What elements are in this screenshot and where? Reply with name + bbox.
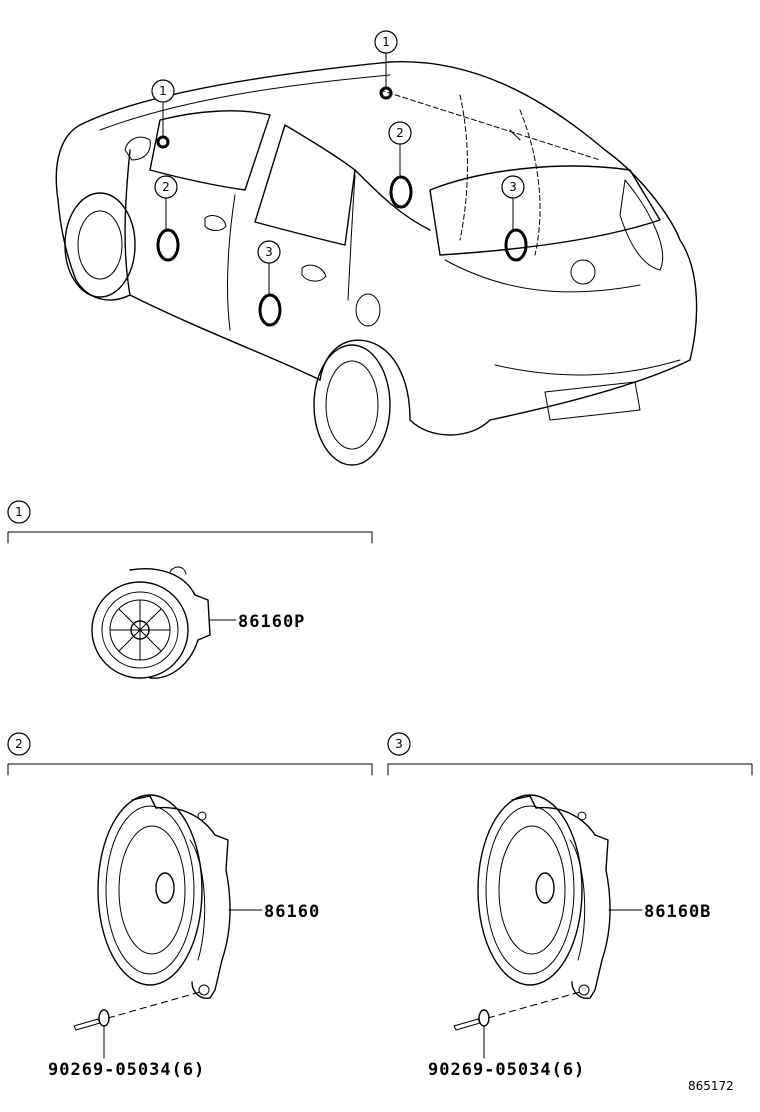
front-door-speaker-marker bbox=[156, 228, 180, 262]
section-1-bracket bbox=[7, 531, 373, 544]
tweeter-icon bbox=[91, 566, 211, 679]
location-callouts: 1 1 2 2 3 3 bbox=[151, 30, 525, 296]
screw-part-number-2: 90269-05034(6) bbox=[48, 1060, 205, 1080]
section-2: 2 86160 90269-05034(6) bbox=[7, 732, 373, 1080]
section-3: 3 86160B 90269-05034(6) bbox=[387, 732, 753, 1080]
rear-tweeter-marker bbox=[379, 86, 393, 100]
front-tweeter-marker bbox=[156, 135, 170, 149]
screw-part-number-3: 90269-05034(6) bbox=[428, 1060, 585, 1080]
speaker-icon-2 bbox=[97, 794, 231, 999]
section-3-bracket bbox=[387, 763, 753, 776]
part-number-86160B: 86160B bbox=[644, 902, 711, 922]
section-2-bracket bbox=[7, 763, 373, 776]
part-number-86160: 86160 bbox=[264, 902, 320, 922]
section-1: 1 86160P bbox=[7, 500, 373, 679]
section-2-number: 2 bbox=[15, 737, 23, 751]
section-1-number: 1 bbox=[15, 505, 23, 519]
callout-rear-rear-speaker: 3 bbox=[509, 180, 517, 194]
rear-door-speaker-marker bbox=[389, 175, 413, 209]
callout-front-rear-speaker: 3 bbox=[265, 245, 273, 259]
callout-front-door-speaker: 2 bbox=[162, 180, 170, 194]
rear-rear-speaker-marker bbox=[504, 228, 528, 262]
part-number-86160P: 86160P bbox=[238, 612, 305, 632]
speaker-location-markers bbox=[156, 86, 528, 327]
front-rear-speaker-marker bbox=[258, 293, 282, 327]
callout-front-tweeter: 1 bbox=[159, 84, 167, 98]
speaker-icon-3 bbox=[477, 794, 611, 999]
car-illustration bbox=[55, 61, 698, 466]
section-3-number: 3 bbox=[395, 737, 403, 751]
figure-code: 865172 bbox=[688, 1079, 734, 1093]
callout-rear-door-speaker: 2 bbox=[396, 126, 404, 140]
callout-rear-tweeter: 1 bbox=[382, 35, 390, 49]
